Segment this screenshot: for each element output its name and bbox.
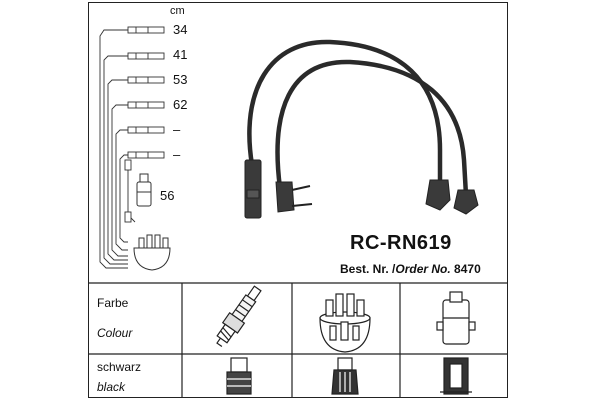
cable-length-3: 53 bbox=[173, 72, 188, 87]
cable-length-6: – bbox=[173, 147, 181, 162]
order-label-de: Best. Nr. bbox=[340, 262, 389, 276]
distributor-connector-icon bbox=[331, 357, 359, 395]
spark-plug-icon bbox=[216, 285, 262, 347]
row1-label-de: Farbe bbox=[97, 296, 129, 310]
row2-label-en: black bbox=[97, 380, 126, 394]
cable-length-1: 34 bbox=[173, 22, 188, 37]
spark-plug-boot-icon bbox=[226, 357, 252, 395]
coil-connector-icon bbox=[440, 357, 472, 395]
table-grid bbox=[88, 282, 508, 398]
cable-length-5: – bbox=[173, 122, 181, 137]
cable-length-4: 62 bbox=[173, 97, 188, 112]
cable-length-2: 41 bbox=[173, 47, 188, 62]
order-number: 8470 bbox=[454, 262, 481, 276]
small-cap-sketch bbox=[133, 234, 171, 271]
row1-label-en: Colour bbox=[97, 326, 133, 340]
row2-label-de: schwarz bbox=[97, 360, 142, 374]
diagram-frame bbox=[88, 2, 508, 398]
cable-terminals bbox=[127, 26, 165, 159]
small-coil-sketch bbox=[136, 173, 152, 207]
ignition-cables-drawing bbox=[247, 39, 469, 198]
cable-length-7: 56 bbox=[160, 188, 175, 203]
order-number-line: Best. Nr. /Order No. 8470 bbox=[340, 262, 481, 276]
cable-boots bbox=[244, 159, 479, 219]
cable-set-sketch bbox=[99, 26, 165, 269]
distributor-cap-icon bbox=[319, 293, 371, 353]
product-code: RC-RN619 bbox=[350, 232, 452, 254]
unit-label: cm bbox=[170, 5, 185, 17]
ignition-coil-icon bbox=[436, 291, 476, 345]
order-label-en: Order No. bbox=[395, 262, 451, 276]
